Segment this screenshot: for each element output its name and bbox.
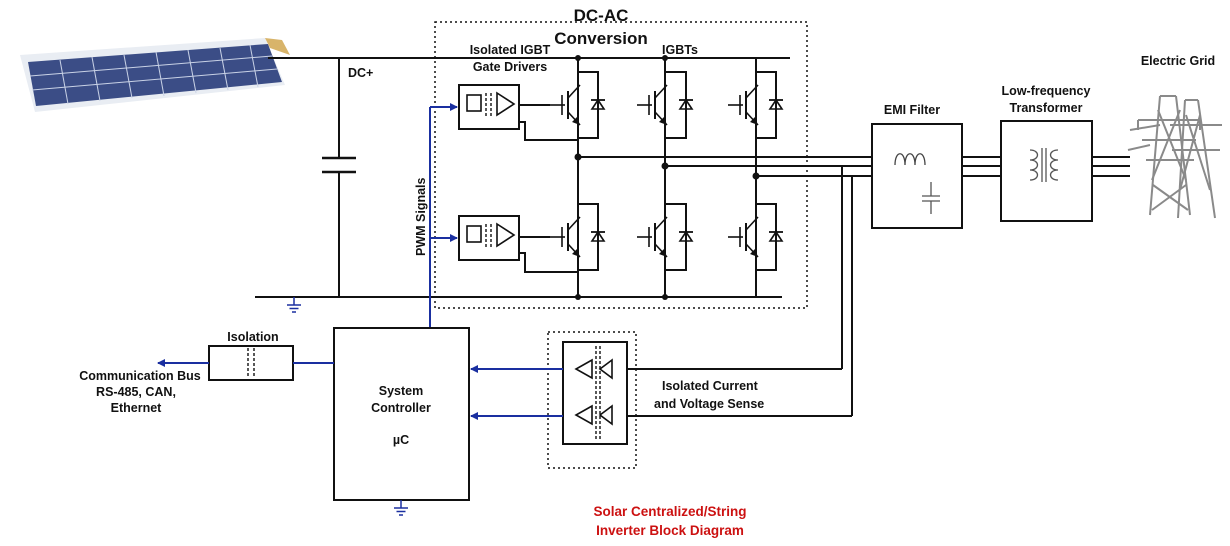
solar-panel-icon	[20, 38, 290, 112]
controller-label-line1: System	[379, 384, 423, 398]
inductor-icon	[894, 153, 926, 166]
transformer-label-line1: Low-frequency	[1002, 84, 1091, 98]
controller-label-line3: µC	[393, 433, 409, 447]
transformer-to-grid-lines	[1092, 156, 1130, 177]
igbt-icon	[549, 84, 759, 258]
electric-grid-label: Electric Grid	[1141, 54, 1215, 68]
isolated-igbt-label-line1: Isolated IGBT	[470, 43, 551, 57]
comm-bus-label-line1: Communication Bus	[79, 369, 201, 383]
comm-bus-label-line3: Ethernet	[111, 401, 163, 415]
isolated-sense-box	[547, 331, 637, 469]
dc-ac-title-line2: Conversion	[554, 29, 648, 48]
transformer-label-line2: Transformer	[1010, 101, 1083, 115]
dc-plus-label: DC+	[348, 66, 373, 80]
transformer-coil-icon	[1029, 148, 1059, 182]
comm-bus-label-line2: RS-485, CAN,	[96, 385, 176, 399]
ground-icon	[393, 499, 409, 516]
emi-filter-block	[871, 123, 963, 229]
controller-label-line2: Controller	[371, 401, 431, 415]
capacitor-icon	[322, 156, 356, 174]
diagram-title-line2: Inverter Block Diagram	[596, 523, 744, 538]
buffer-icon	[496, 222, 516, 248]
buffer-icon	[496, 91, 516, 117]
emi-filter-label: EMI Filter	[884, 103, 940, 117]
sense-label-line1: Isolated Current	[662, 379, 759, 393]
isolated-igbt-label-line2: Gate Drivers	[473, 60, 547, 74]
system-controller-block	[333, 327, 470, 501]
junction-dots	[574, 55, 760, 300]
inverter-legs	[577, 58, 875, 297]
transmission-tower-icon	[1127, 95, 1222, 219]
buffer-icon	[574, 358, 613, 426]
diagram-title-line1: Solar Centralized/String	[593, 504, 746, 519]
isolation-label: Isolation	[227, 330, 278, 344]
capacitor-icon	[922, 182, 940, 214]
igbts-label: IGBTs	[662, 43, 698, 57]
sense-tap-lines	[628, 166, 853, 417]
pwm-signal-lines	[429, 103, 458, 328]
isolation-block	[208, 345, 294, 381]
filter-to-transformer-lines	[962, 156, 1001, 177]
dc-ac-title-line1: DC-AC	[574, 6, 629, 25]
sense-label-line2: and Voltage Sense	[654, 397, 764, 411]
sense-signal-lines	[470, 365, 563, 420]
ground-icon	[286, 296, 302, 313]
gate-driver-bottom	[458, 215, 578, 273]
isolated-sense-block	[562, 341, 628, 445]
dc-bus	[255, 57, 790, 298]
pwm-signals-label: PWM Signals	[414, 177, 428, 256]
gate-driver-top	[458, 84, 578, 141]
